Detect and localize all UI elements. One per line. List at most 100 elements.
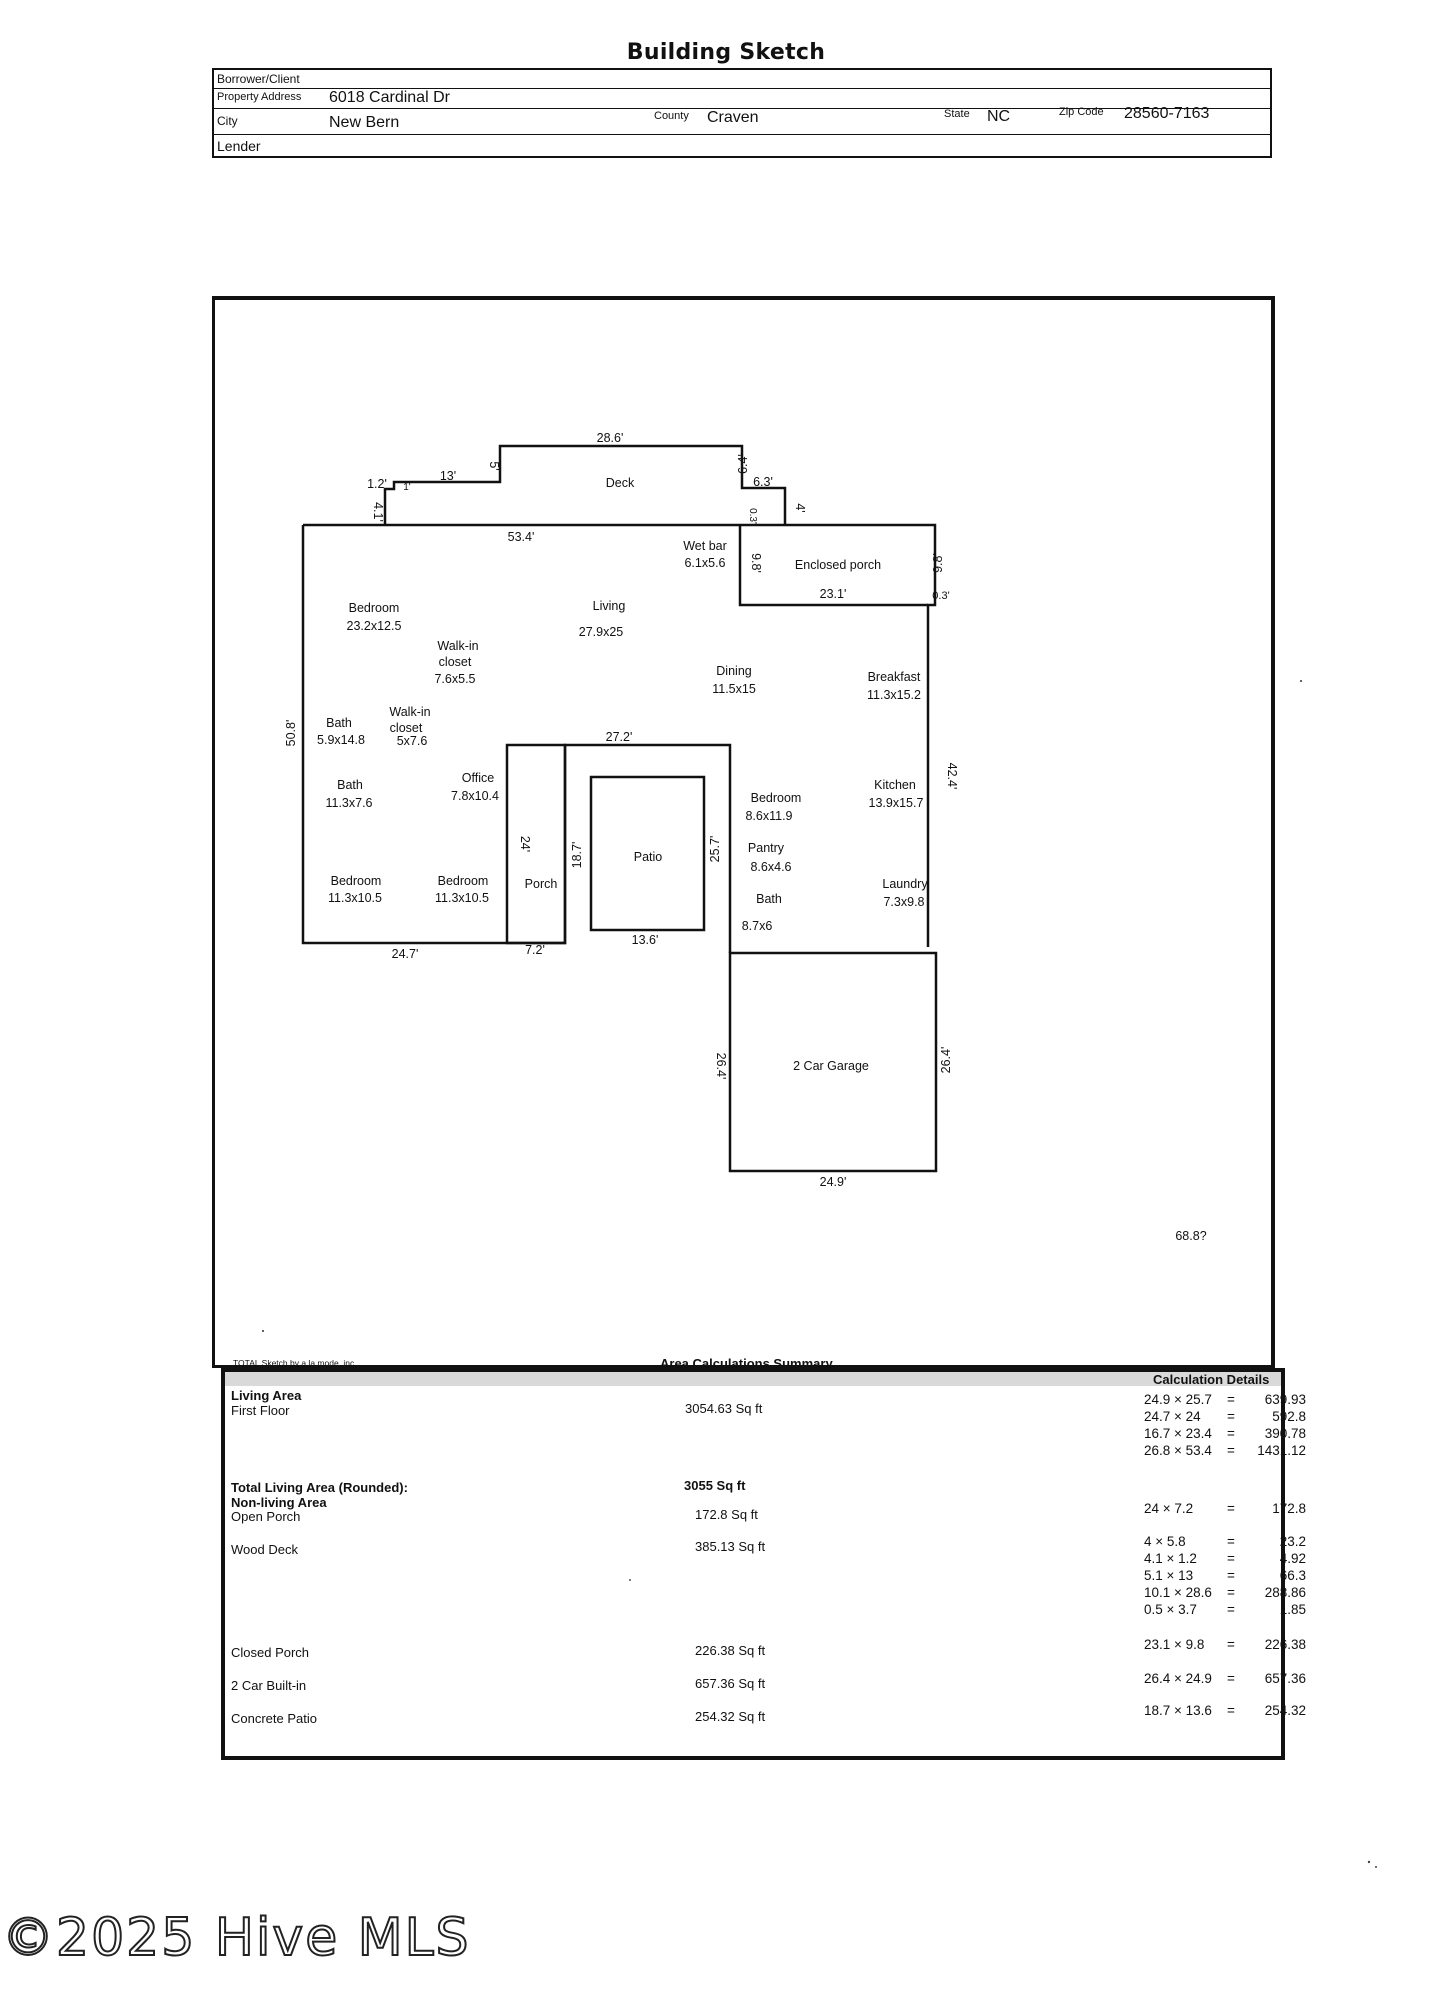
room-name: Bedroom xyxy=(331,874,382,888)
room-name: Pantry xyxy=(748,841,785,855)
room-size: 11.3x7.6 xyxy=(325,796,372,810)
room-size: 5.9x14.8 xyxy=(317,733,365,747)
stray-note: 68.8? xyxy=(1175,1229,1206,1243)
room-size: 6.1x5.6 xyxy=(684,556,725,570)
room-size: 5x7.6 xyxy=(397,734,428,748)
room-size: 7.8x10.4 xyxy=(451,789,499,803)
calc-detail-row: 24.9 × 25.7=639.93 xyxy=(1144,1392,1306,1407)
room-name: Patio xyxy=(634,850,663,864)
speck xyxy=(1367,1860,1371,1864)
first-floor-value: 3054.63 Sq ft xyxy=(685,1401,763,1416)
room-size: 7.6x5.5 xyxy=(434,672,475,686)
total-living-label: Total Living Area (Rounded): xyxy=(231,1480,408,1495)
room-size: 27.9x25 xyxy=(579,625,624,639)
dim-label: 5' xyxy=(487,461,501,470)
dim-label: 50.8' xyxy=(284,720,298,747)
dim-label: 13' xyxy=(440,469,456,483)
city-value: New Bern xyxy=(329,114,400,131)
summary-title: Area Calculations Summary xyxy=(660,1356,833,1371)
lender-row: Lender xyxy=(214,134,1270,156)
speck xyxy=(262,1330,264,1332)
room-name: Laundry xyxy=(882,877,928,891)
room-name: Bedroom xyxy=(438,874,489,888)
room-size: 11.5x15 xyxy=(712,682,756,696)
room-size: 11.3x15.2 xyxy=(867,688,921,702)
room-name: Bath xyxy=(337,778,363,792)
open-porch-value: 172.8 Sq ft xyxy=(695,1507,758,1522)
dim-label: 27.2' xyxy=(606,730,633,744)
first-floor-label: First Floor xyxy=(231,1403,290,1418)
room-name: Kitchen xyxy=(874,778,916,792)
wood-deck-label: Wood Deck xyxy=(231,1542,298,1557)
room-name: Breakfast xyxy=(868,670,921,684)
enclosed-porch-outline xyxy=(738,525,928,607)
patio-outline xyxy=(589,775,706,932)
calc-detail-row: 5.1 × 13=66.3 xyxy=(1144,1568,1306,1583)
room-name: Dining xyxy=(716,664,751,678)
zip-value: 28560-7163 xyxy=(1124,105,1210,122)
watermark: ©2025 Hive MLS xyxy=(1,1907,471,1969)
dim-label: 6.3' xyxy=(753,475,773,489)
room-name: 2 Car Garage xyxy=(793,1059,869,1073)
calc-detail-row: 18.7 × 13.6=254.32 xyxy=(1144,1703,1306,1718)
dim-label: 0.3' xyxy=(932,590,949,602)
address-row: Property Address 6018 Cardinal Dr xyxy=(214,88,1270,109)
dim-label: 53.4' xyxy=(508,530,535,544)
room-size: 7.3x9.8 xyxy=(883,895,924,909)
software-credit: TOTAL Sketch by a la mode, inc. xyxy=(233,1358,357,1368)
address-value: 6018 Cardinal Dr xyxy=(329,89,450,106)
calc-details-title: Calculation Details xyxy=(1153,1372,1270,1387)
living-area-label: Living Area xyxy=(231,1388,302,1403)
room-name: Bath xyxy=(326,716,352,730)
garage-label: 2 Car Built-in xyxy=(231,1678,307,1693)
room-size: 8.7x6 xyxy=(742,919,773,933)
calc-detail-row: 26.4 × 24.9=657.36 xyxy=(1144,1671,1306,1686)
room-name: Walk-in xyxy=(437,639,478,653)
page-title: Building Sketch xyxy=(626,40,826,65)
dim-label: 42.4' xyxy=(945,763,959,790)
room-name: Enclosed porch xyxy=(795,558,881,572)
open-porch-label: Open Porch xyxy=(231,1509,301,1524)
room-size: 8.6x4.6 xyxy=(750,860,791,874)
room-name: Living xyxy=(593,599,626,613)
west-wing-outline xyxy=(301,525,732,953)
calc-detail-row: 16.7 × 23.4=390.78 xyxy=(1144,1426,1306,1441)
garage-outline xyxy=(728,951,938,1173)
dim-label: 0.3' xyxy=(747,508,758,524)
dim-label: 7.2' xyxy=(525,943,545,957)
dim-label: 9.8' xyxy=(749,553,763,573)
city-label: City xyxy=(217,114,238,128)
address-label: Property Address xyxy=(217,91,302,103)
dim-label: 18.7' xyxy=(570,842,584,869)
dim-label: 1.2' xyxy=(367,477,387,491)
patio-value: 254.32 Sq ft xyxy=(695,1709,766,1724)
state-label: State xyxy=(944,108,970,120)
room-size: 13.9x15.7 xyxy=(869,796,924,810)
dim-label: 13.6' xyxy=(632,933,659,947)
main-house-outline xyxy=(303,523,937,947)
room-size: 11.3x10.5 xyxy=(328,891,382,905)
dim-label: 23.1' xyxy=(820,587,847,601)
wood-deck-value: 385.13 Sq ft xyxy=(695,1539,766,1554)
calc-detail-row: 4.1 × 1.2=4.92 xyxy=(1144,1551,1306,1566)
county-value: Craven xyxy=(707,109,759,126)
porch-outline xyxy=(505,743,567,945)
borrower-row: Borrower/Client xyxy=(214,70,1270,89)
dim-label: 4.1' xyxy=(371,502,385,522)
calc-detail-row: 10.1 × 28.6=288.86 xyxy=(1144,1585,1306,1600)
room-name: Bath xyxy=(756,892,782,906)
calc-detail-row: 4 × 5.8=23.2 xyxy=(1144,1534,1306,1549)
garage-value: 657.36 Sq ft xyxy=(695,1676,766,1691)
room-name: Bedroom xyxy=(751,791,802,805)
room-name: Bedroom xyxy=(349,601,400,615)
calc-header-bar xyxy=(225,1372,1281,1386)
dim-label: 28.6' xyxy=(597,431,624,445)
dim-label: 26.4' xyxy=(939,1047,953,1074)
lender-label: Lender xyxy=(217,138,261,154)
dim-label: 24.7' xyxy=(392,947,419,961)
dim-label: 25.7' xyxy=(708,836,722,863)
calc-detail-row: 0.5 × 3.7=1.85 xyxy=(1144,1602,1306,1617)
patio-label: Concrete Patio xyxy=(231,1711,317,1726)
total-living-value: 3055 Sq ft xyxy=(684,1478,746,1493)
